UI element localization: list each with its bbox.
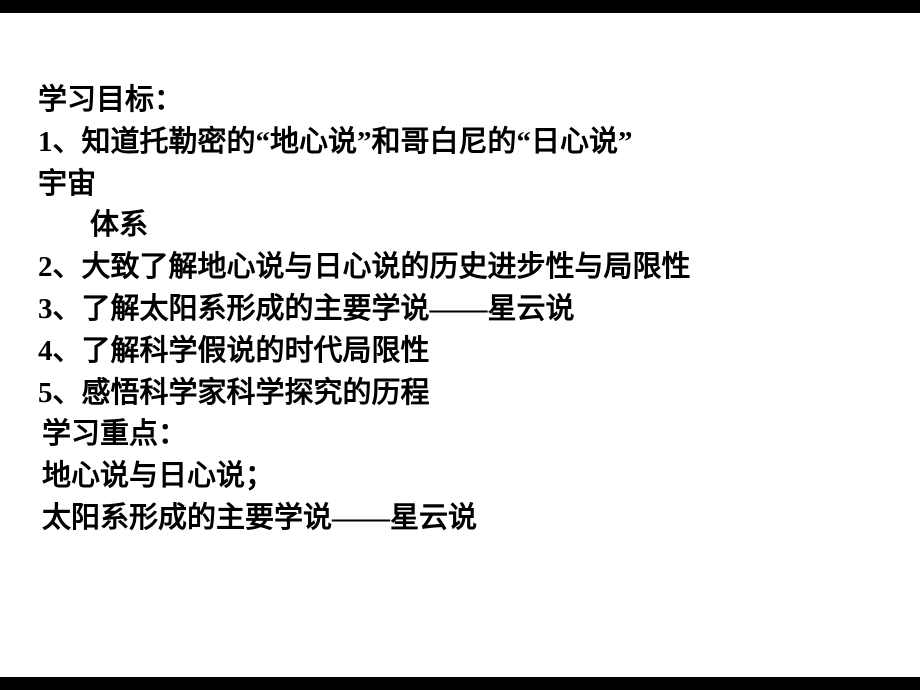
key-point-2: 太阳系形成的主要学说——星云说	[42, 501, 478, 534]
learning-goals-heading: 学习目标：	[38, 84, 184, 116]
goal-item-4: 4、了解科学假说的时代局限性	[38, 334, 430, 367]
goal-item-2: 2、大致了解地心说与日心说的历史进步性与局限性	[38, 251, 691, 284]
goal-item-1: 1、知道托勒密的“地心说”和哥白尼的“日心说”	[38, 125, 633, 158]
goal-item-5: 5、感悟科学家科学探究的历程	[38, 376, 430, 409]
goal-item-3: 3、了解太阳系形成的主要学说——星云说	[38, 292, 575, 325]
goal-item-1-continued-system: 体系	[90, 209, 149, 242]
key-point-1: 地心说与日心说；	[42, 460, 275, 493]
goal-item-1-continued-universe: 宇宙	[38, 167, 97, 200]
slide-text-block: 学习目标： 1、知道托勒密的“地心说”和哥白尼的“日心说” 宇宙 体系 2、大致…	[38, 80, 910, 540]
bottom-border-bar	[0, 677, 920, 690]
key-points-heading: 学习重点：	[42, 418, 188, 451]
top-border-bar	[0, 0, 920, 13]
